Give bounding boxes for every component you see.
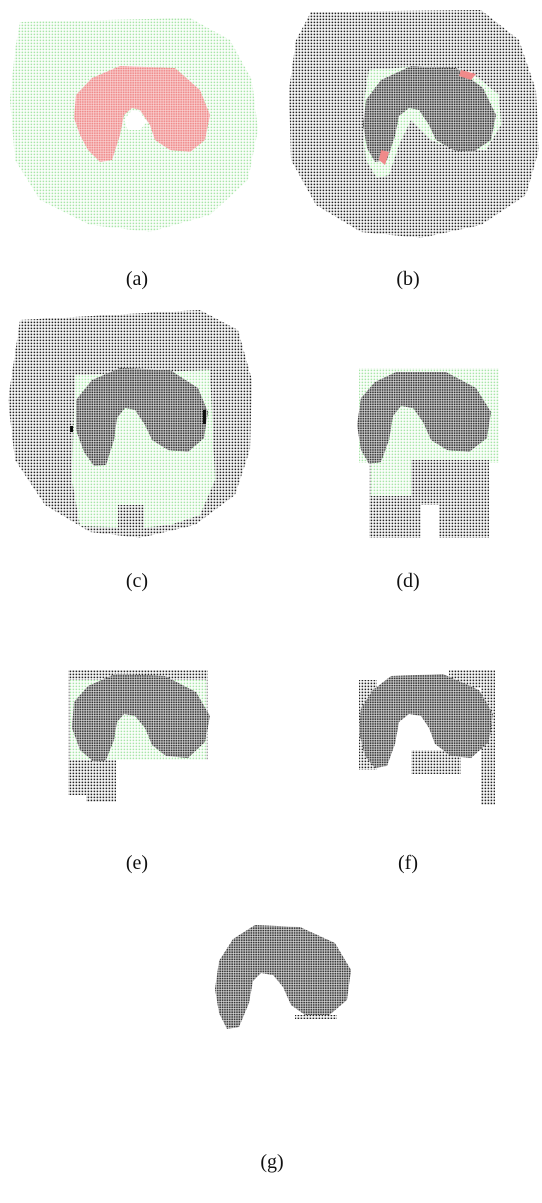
panel-f: (f): [271, 610, 542, 915]
caption-d: (d): [378, 570, 438, 593]
caption-f: (f): [378, 852, 438, 875]
panel-a-figure: [0, 0, 271, 240]
panel-b: (b): [271, 0, 542, 300]
panel-g-object: [215, 925, 351, 1029]
caption-a: (a): [107, 268, 167, 291]
panel-c: (c): [0, 300, 271, 610]
panel-b-figure: [271, 0, 542, 240]
panel-d-gap: [421, 505, 439, 540]
panel-c-gray-block: [118, 505, 144, 535]
panel-g-dots-bottom: [295, 1015, 337, 1019]
panel-e-gray-stem: [86, 760, 116, 802]
caption-c: (c): [107, 570, 167, 593]
panel-e-figure: [0, 610, 271, 840]
panel-a: (a): [0, 0, 271, 300]
panel-c-mark-right: [203, 410, 206, 424]
panel-d-gray-lower-green: [371, 460, 411, 496]
caption-b: (b): [378, 268, 438, 291]
panel-g-figure: [135, 915, 406, 1155]
panel-c-figure: [0, 300, 271, 545]
caption-g: (g): [242, 1151, 302, 1174]
panel-d: (d): [271, 300, 542, 610]
panel-b-gray-background: [289, 10, 539, 238]
panel-e-lower-clear: [115, 760, 210, 800]
panel-c-mark-left: [70, 426, 73, 432]
panel-e: (e): [0, 610, 271, 915]
caption-e: (e): [107, 852, 167, 875]
panel-f-figure: [271, 610, 542, 840]
panel-g: (g): [135, 915, 406, 1203]
panel-d-figure: [271, 300, 542, 545]
